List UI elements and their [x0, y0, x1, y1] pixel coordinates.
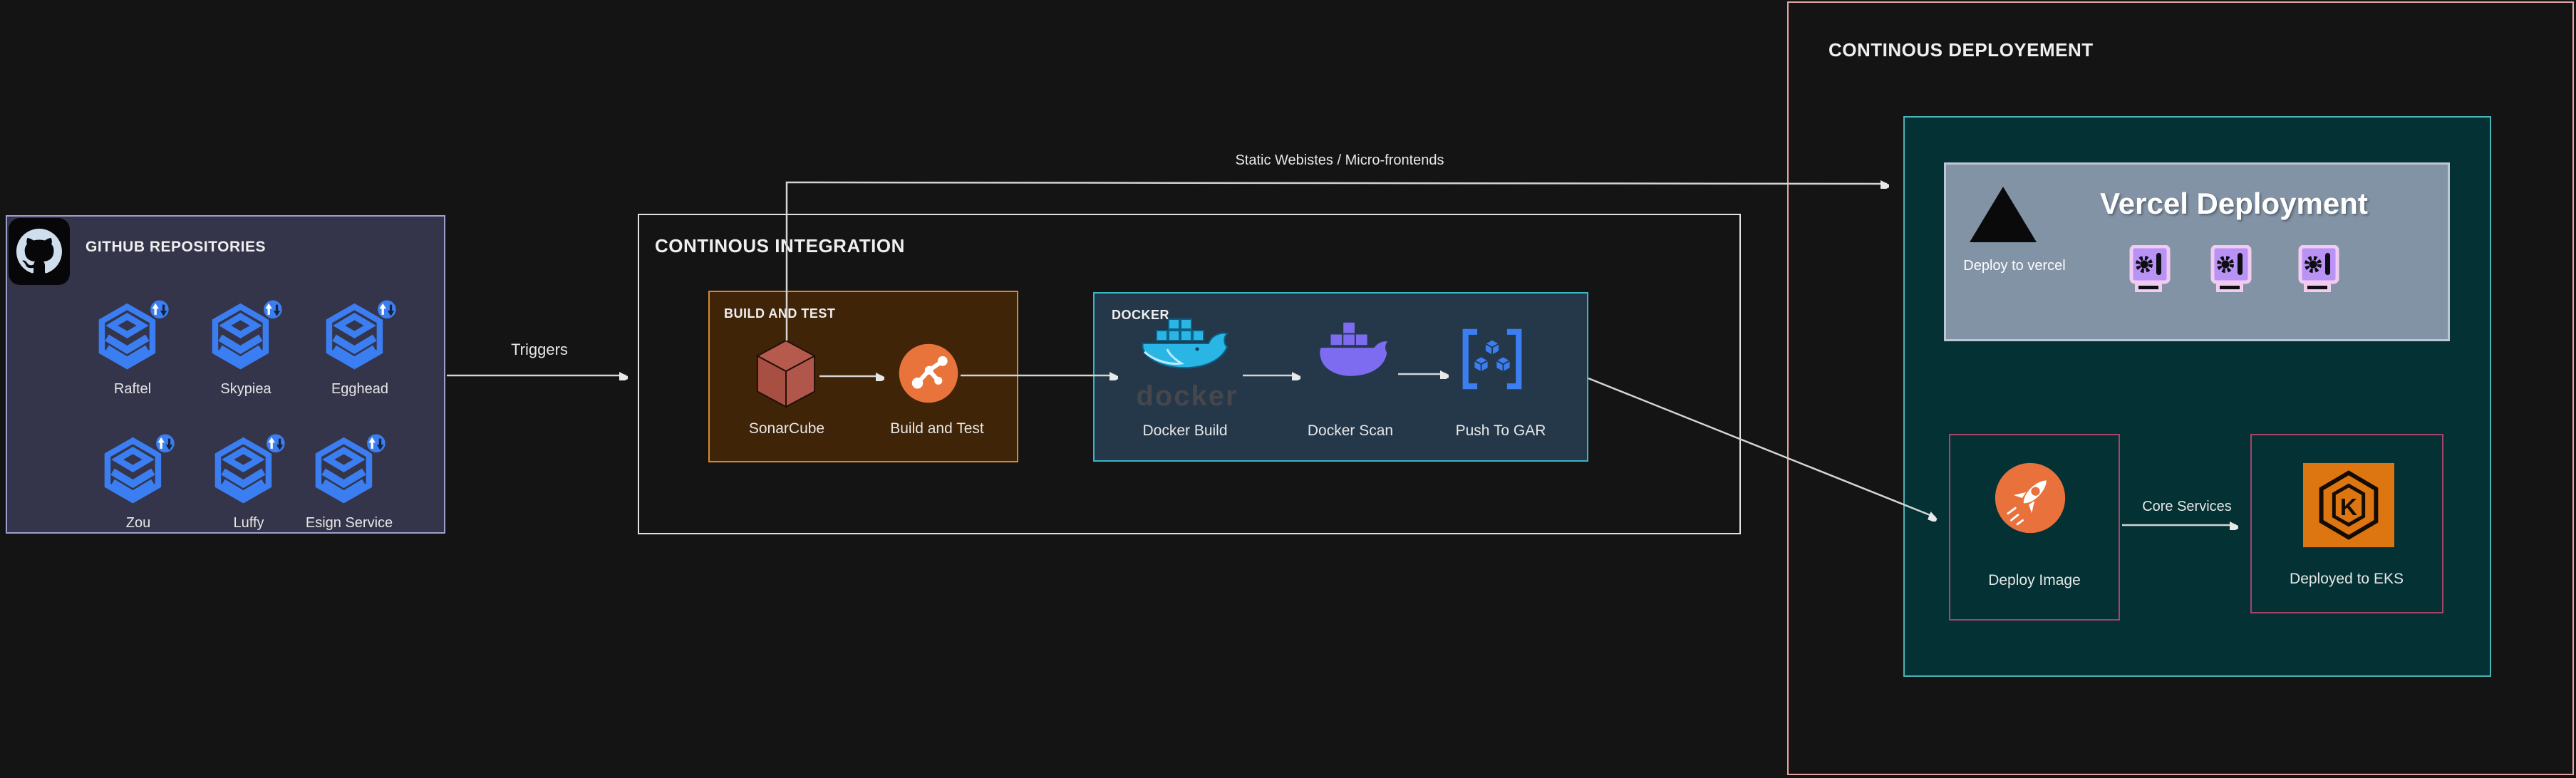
node-label-push-to-gar: Push To GAR: [1455, 422, 1546, 439]
edge-label-triggers: Triggers: [511, 341, 568, 358]
node-label-build-and-test: Build and Test: [890, 420, 984, 437]
node-label-deploy-image: Deploy Image: [1988, 572, 2081, 588]
docker-wordmark: docker: [1136, 380, 1238, 412]
vercel-caption: Deploy to vercel: [1963, 258, 2066, 274]
repo-label: Raftel: [113, 381, 152, 397]
repo-item: Skypiea: [185, 298, 306, 398]
sync-badge-icon: [376, 298, 398, 321]
deployment-machine-icon: [2129, 245, 2171, 292]
edge-label-core-services: Core Services: [2142, 499, 2232, 514]
repo-item: Raftel: [72, 298, 193, 398]
repo-label: Esign Service: [305, 515, 393, 531]
vercel-triangle-icon: [1970, 187, 2037, 242]
cd-title: CONTINOUS DEPLOYEMENT: [1828, 39, 2094, 61]
rocket-icon: [1995, 462, 2066, 534]
repo-label: Egghead: [331, 381, 389, 397]
deployment-machine-icon: [2298, 245, 2339, 292]
sonarqube-cube-icon: [755, 339, 817, 408]
repo-item: Luffy: [188, 432, 309, 532]
sync-badge-icon: [148, 298, 170, 321]
docker-whale-icon: [1142, 318, 1228, 369]
sync-badge-icon: [264, 432, 286, 455]
build-and-test-title: BUILD AND TEST: [724, 306, 836, 321]
github-box-title: GITHUB REPOSITORIES: [86, 239, 266, 255]
node-label-sonarcube: SonarCube: [748, 420, 825, 437]
deploy-image-box: [1949, 434, 2120, 621]
eks-icon: K: [2303, 462, 2394, 548]
ci-title: CONTINOUS INTEGRATION: [655, 235, 905, 256]
repo-stack-icon: [214, 432, 286, 504]
repo-label: Zou: [125, 515, 151, 531]
repo-item: Zou: [78, 432, 199, 532]
edge-label-static-websites: Static Webistes / Micro-frontends: [1235, 152, 1444, 168]
github-icon: [16, 229, 62, 274]
repo-label: Skypiea: [220, 381, 271, 397]
repo-stack-icon: [315, 432, 387, 504]
deployment-machine-icon: [2210, 245, 2252, 292]
repo-item: Egghead: [299, 298, 420, 398]
repo-stack-icon: [326, 298, 398, 370]
sync-badge-icon: [365, 432, 387, 455]
sync-badge-icon: [154, 432, 176, 455]
repo-label: Luffy: [233, 515, 264, 531]
git-commit-graph-icon: [899, 343, 958, 403]
docker-scan-whale-icon: [1320, 322, 1388, 376]
repo-stack-icon: [212, 298, 284, 370]
deployed-to-eks-box: [2250, 434, 2443, 613]
svg-text:K: K: [2340, 494, 2357, 521]
repo-stack-icon: [98, 298, 170, 370]
repo-item: Esign Service: [303, 432, 395, 532]
node-label-deployed-to-eks: Deployed to EKS: [2290, 571, 2404, 587]
sync-badge-icon: [262, 298, 284, 321]
node-label-docker-scan: Docker Scan: [1307, 422, 1394, 439]
github-logo-badge: [9, 218, 70, 285]
repo-stack-icon: [104, 432, 176, 504]
node-label-docker-build: Docker Build: [1142, 422, 1228, 439]
vercel-title: Vercel Deployment: [2100, 187, 2368, 220]
artifact-registry-icon: [1462, 328, 1522, 390]
